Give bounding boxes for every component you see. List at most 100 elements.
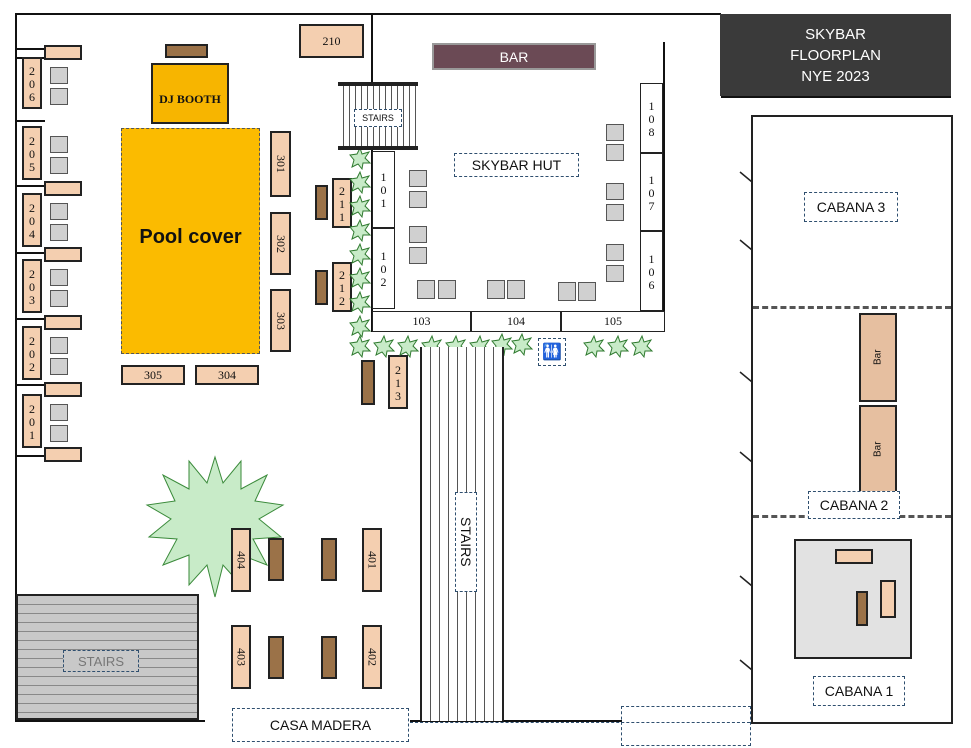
- table-201[interactable]: 201: [22, 394, 42, 448]
- title-line-2: FLOORPLAN: [790, 46, 881, 64]
- cabana-bar-1: Bar: [859, 313, 897, 402]
- hut-wall-right: [663, 42, 665, 332]
- left-tan-2: [44, 181, 82, 196]
- table-101[interactable]: 101: [372, 151, 395, 228]
- table-402[interactable]: 402: [362, 625, 382, 689]
- ledge-205-top: [15, 120, 45, 122]
- table-103-number: 103: [412, 314, 431, 328]
- table-108-number: 108: [644, 98, 659, 138]
- left-tan-5: [44, 382, 82, 397]
- side-table: [268, 636, 284, 679]
- table-305[interactable]: 305: [121, 365, 185, 385]
- ledge-201-top: [15, 384, 45, 386]
- title-line-3: NYE 2023: [801, 67, 870, 85]
- table-205-number: 205: [25, 133, 39, 173]
- side-table: [321, 538, 337, 581]
- table-203[interactable]: 203: [22, 259, 42, 313]
- skybar-hut-label: SKYBAR HUT: [454, 153, 579, 177]
- lounge-chair: [50, 404, 68, 421]
- table-211[interactable]: 211: [332, 178, 352, 228]
- lounge-chair: [50, 337, 68, 354]
- lounge-chair: [50, 67, 68, 84]
- tree-icon: [145, 455, 285, 598]
- table-213[interactable]: 213: [388, 355, 408, 409]
- table-403-number: 403: [234, 648, 249, 666]
- hut-chair: [606, 244, 624, 261]
- main-stairs-text: STAIRS: [458, 517, 474, 567]
- left-tan-4: [44, 315, 82, 330]
- side-table-211: [315, 185, 328, 220]
- table-302-number: 302: [274, 234, 288, 253]
- cabana-bar-2: Bar: [859, 405, 897, 494]
- table-210[interactable]: 210: [299, 24, 364, 58]
- wall-left-ledge: [15, 48, 45, 50]
- table-212-number: 212: [335, 267, 349, 307]
- table-301-number: 301: [274, 155, 288, 173]
- table-403[interactable]: 403: [231, 625, 251, 689]
- skybar-hut-bar-counter: BAR: [432, 43, 596, 70]
- ledge-205-bot: [15, 185, 45, 187]
- table-104[interactable]: 104: [471, 311, 561, 332]
- hut-chair: [409, 191, 427, 208]
- lounge-chair: [50, 224, 68, 241]
- pool-cover-label: Pool cover: [139, 225, 242, 248]
- left-tan-6: [44, 447, 82, 462]
- hut-chair: [606, 265, 624, 282]
- table-212[interactable]: 212: [332, 262, 352, 312]
- pool-cover: Pool cover: [121, 128, 260, 354]
- hut-chair: [409, 247, 427, 264]
- hut-chair: [438, 280, 456, 299]
- bottom-box-right: [621, 706, 751, 746]
- table-202-number: 202: [25, 333, 39, 373]
- ledge-203-top: [15, 252, 45, 254]
- table-107[interactable]: 107: [640, 153, 663, 231]
- cabana-1-table-c: [856, 591, 868, 626]
- table-202[interactable]: 202: [22, 326, 42, 380]
- table-401[interactable]: 401: [362, 528, 382, 592]
- table-304[interactable]: 304: [195, 365, 259, 385]
- table-103[interactable]: 103: [372, 311, 471, 332]
- small-stairs-label: STAIRS: [354, 109, 402, 127]
- table-301[interactable]: 301: [270, 131, 291, 197]
- side-table-213: [361, 360, 375, 405]
- table-206[interactable]: 206: [22, 57, 42, 109]
- hut-chair: [417, 280, 435, 299]
- table-211-number: 211: [335, 183, 349, 223]
- side-table: [268, 538, 284, 581]
- lounge-chair: [50, 269, 68, 286]
- hut-chair: [578, 282, 596, 301]
- table-107-number: 107: [644, 172, 659, 212]
- table-106[interactable]: 106: [640, 231, 663, 311]
- dj-booth-deck: [165, 44, 208, 58]
- lounge-chair: [50, 425, 68, 442]
- dj-booth[interactable]: DJ BOOTH: [151, 63, 229, 124]
- table-205[interactable]: 205: [22, 126, 42, 180]
- table-303[interactable]: 303: [270, 289, 291, 352]
- hut-chair: [606, 144, 624, 161]
- table-204[interactable]: 204: [22, 193, 42, 247]
- main-stairs-label: STAIRS: [455, 492, 477, 592]
- left-tan-3: [44, 247, 82, 262]
- table-104-number: 104: [507, 314, 525, 328]
- table-105-number: 105: [604, 314, 622, 328]
- dj-booth-label: DJ BOOTH: [159, 92, 221, 106]
- table-304-number: 304: [218, 367, 236, 382]
- side-table-212: [315, 270, 328, 305]
- table-101-number: 101: [376, 170, 391, 209]
- lounge-chair: [50, 290, 68, 307]
- table-302[interactable]: 302: [270, 212, 291, 275]
- hut-chair: [409, 226, 427, 243]
- title-box: SKYBAR FLOORPLAN NYE 2023: [720, 14, 951, 96]
- wall-left: [15, 13, 17, 722]
- lounge-chair: [50, 358, 68, 375]
- table-102[interactable]: 102: [372, 228, 395, 309]
- lounge-chair: [50, 88, 68, 105]
- left-tan-1: [44, 45, 82, 60]
- lounge-chair: [50, 203, 68, 220]
- table-404[interactable]: 404: [231, 528, 251, 592]
- hut-chair: [606, 204, 624, 221]
- cabana-wall-ticks: [739, 171, 753, 671]
- table-108[interactable]: 108: [640, 83, 663, 153]
- table-105[interactable]: 105: [561, 311, 665, 332]
